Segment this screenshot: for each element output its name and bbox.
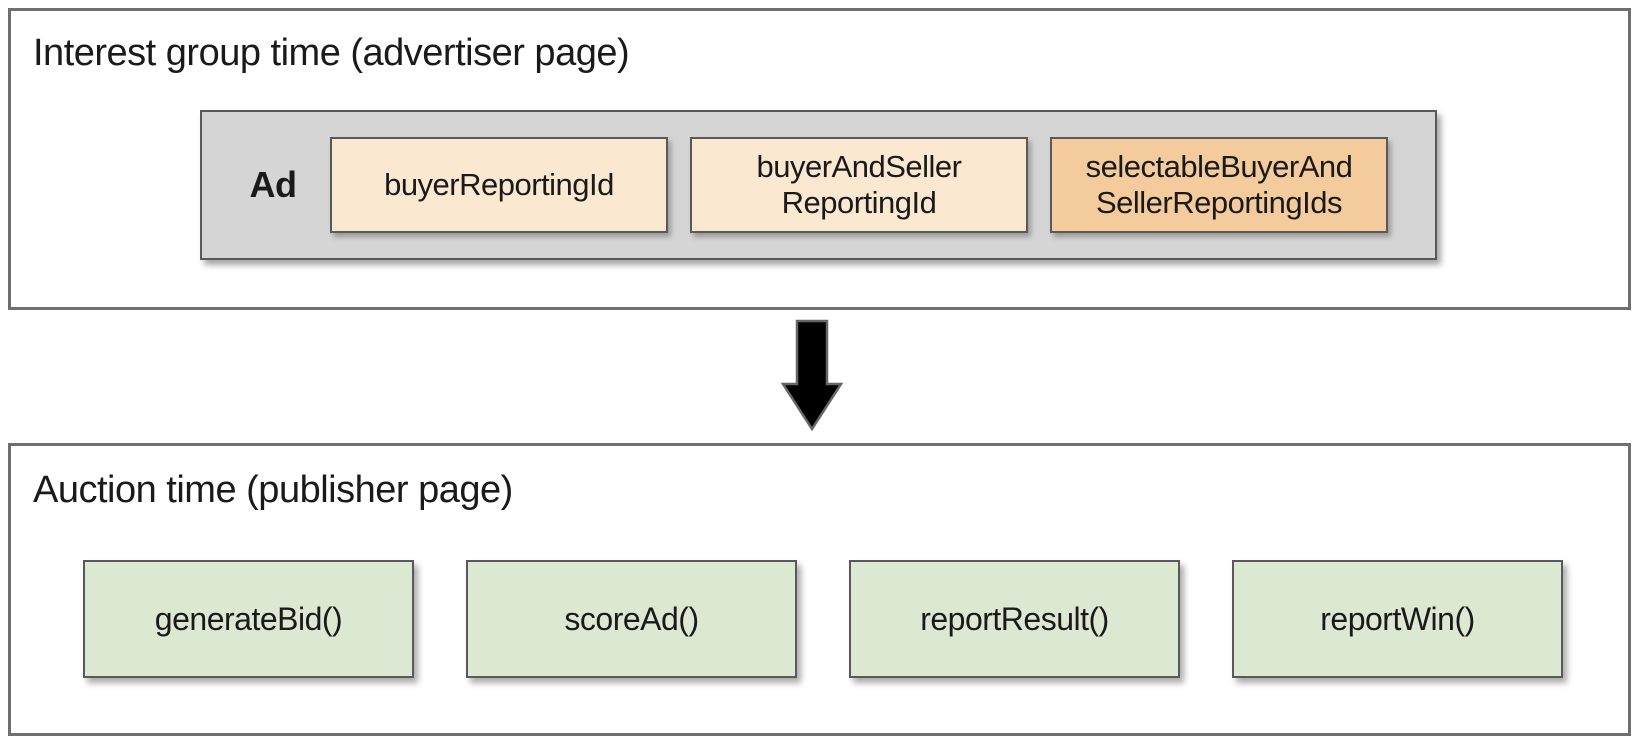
interest-group-title: Interest group time (advertiser page) bbox=[33, 32, 630, 74]
function-label: reportResult() bbox=[920, 600, 1109, 637]
field-label: selectableBuyerAnd SellerReportingIds bbox=[1085, 149, 1353, 220]
function-box-generate-bid: generateBid() bbox=[83, 560, 414, 678]
field-buyer-and-seller-reporting-id: buyerAndSeller ReportingId bbox=[690, 137, 1028, 233]
interest-group-section: Interest group time (advertiser page) Ad… bbox=[8, 8, 1631, 310]
function-box-report-win: reportWin() bbox=[1232, 560, 1563, 678]
ad-label: Ad bbox=[249, 164, 298, 205]
function-box-report-result: reportResult() bbox=[849, 560, 1180, 678]
field-label: buyerAndSeller ReportingId bbox=[756, 149, 962, 220]
field-selectable-buyer-and-seller-reporting-ids: selectableBuyerAnd SellerReportingIds bbox=[1050, 137, 1388, 233]
field-buyer-reporting-id: buyerReportingId bbox=[330, 137, 668, 233]
function-box-score-ad: scoreAd() bbox=[466, 560, 797, 678]
auction-title: Auction time (publisher page) bbox=[33, 469, 513, 511]
auction-section: Auction time (publisher page) generateBi… bbox=[8, 443, 1631, 736]
function-label: generateBid() bbox=[154, 600, 343, 637]
function-label: reportWin() bbox=[1320, 600, 1475, 637]
field-label: buyerReportingId bbox=[384, 167, 614, 203]
auction-functions-row: generateBid() scoreAd() reportResult() r… bbox=[83, 560, 1563, 678]
down-arrow-icon bbox=[780, 319, 844, 432]
function-label: scoreAd() bbox=[564, 600, 699, 637]
ad-container: Ad buyerReportingId buyerAndSeller Repor… bbox=[200, 110, 1437, 260]
